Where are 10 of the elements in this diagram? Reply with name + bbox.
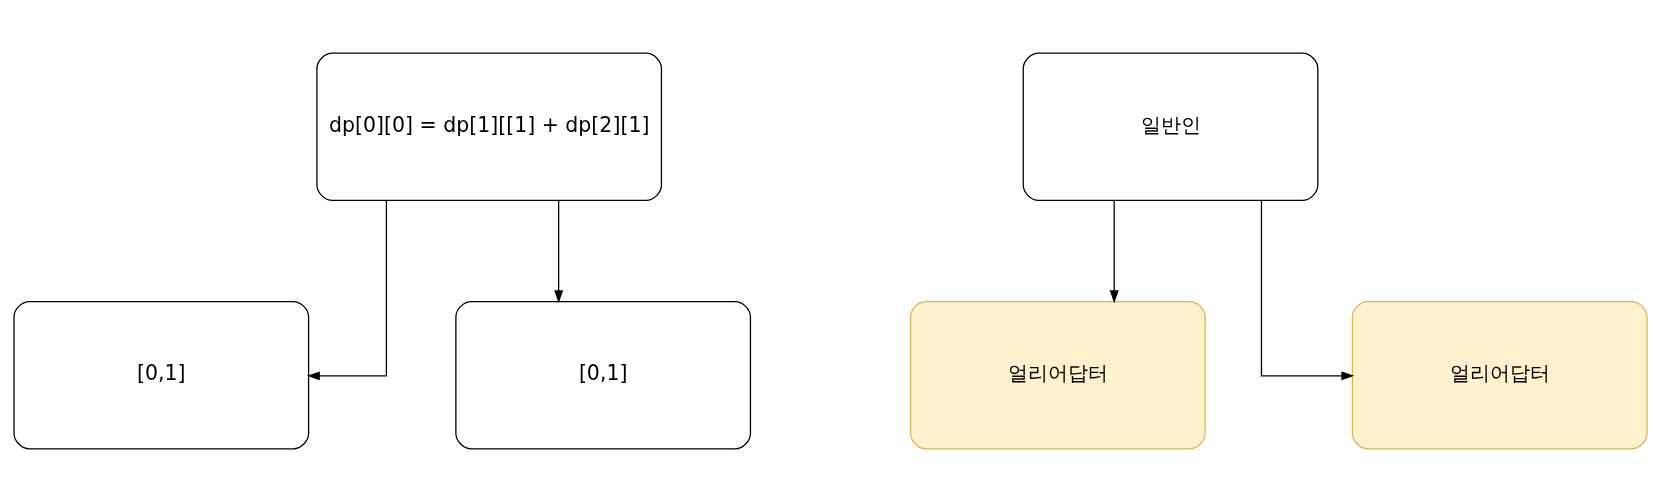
arrow xyxy=(307,199,388,381)
arrow xyxy=(554,200,564,304)
node-box: 얼리어답터 xyxy=(909,300,1206,450)
arrow xyxy=(1260,199,1355,381)
node-box: 얼리어답터 xyxy=(1351,300,1648,450)
node-box: [0,1] xyxy=(13,300,310,450)
node-box: dp[0][0] = dp[1][[1] + dp[2][1] xyxy=(316,52,663,202)
arrow xyxy=(1109,200,1119,304)
node-box: [0,1] xyxy=(455,300,752,450)
node-box: 일반인 xyxy=(1022,52,1319,202)
